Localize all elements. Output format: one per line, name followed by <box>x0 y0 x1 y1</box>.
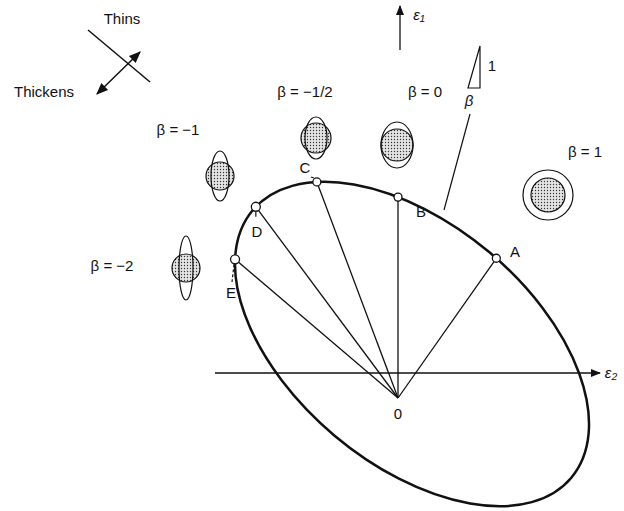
slope-label: 1 <box>488 58 496 75</box>
direction-label: Thickens <box>14 84 74 101</box>
strain-path <box>235 259 398 398</box>
grid-circle <box>206 162 234 190</box>
grid-circle <box>381 129 413 161</box>
leader-line <box>232 264 234 282</box>
yield-ellipse <box>176 118 624 511</box>
strain-ratio-label: β = 0 <box>408 84 442 101</box>
strain-ratio-label: β = −2 <box>91 258 134 275</box>
epsilon1-arrow <box>399 6 400 50</box>
deformed-circle <box>523 170 573 220</box>
deformed-ellipse <box>305 117 327 159</box>
slope-line <box>444 114 470 210</box>
epsilon2-axis <box>215 372 600 373</box>
strain-path <box>317 182 398 398</box>
sheet-edge-line <box>88 30 150 82</box>
origin-label: 0 <box>394 406 402 423</box>
slope-label: β <box>465 93 474 110</box>
strain-point <box>492 254 500 262</box>
strain-point <box>231 255 240 264</box>
point-label: A <box>510 244 520 261</box>
point-label: E <box>226 285 236 302</box>
point-label: D <box>252 224 263 241</box>
strain-path <box>398 258 496 398</box>
grid-circle <box>172 254 200 282</box>
strain-path <box>256 207 398 398</box>
strain-point <box>251 202 260 211</box>
strain-point <box>313 178 321 186</box>
deformed-ellipse <box>179 236 193 300</box>
leader-line <box>255 212 256 217</box>
axis-label: ε₂ <box>605 365 617 382</box>
deformed-ellipse <box>381 122 413 168</box>
point-label: C <box>300 160 311 177</box>
direction-label: Thins <box>104 11 141 28</box>
strain-point <box>394 193 402 201</box>
strain-ratio-label: β = 1 <box>568 144 602 161</box>
thickness-arrow <box>97 52 140 94</box>
strain-path <box>397 197 398 398</box>
axis-label: ε₁ <box>413 7 424 24</box>
point-label: B <box>416 204 426 221</box>
deformed-ellipse <box>211 151 229 201</box>
strain-ratio-label: β = −1/2 <box>277 84 332 101</box>
strain-ratio-label: β = −1 <box>157 122 200 139</box>
slope-triangle <box>468 46 480 88</box>
grid-circle <box>531 178 565 212</box>
leader-line <box>311 176 314 178</box>
